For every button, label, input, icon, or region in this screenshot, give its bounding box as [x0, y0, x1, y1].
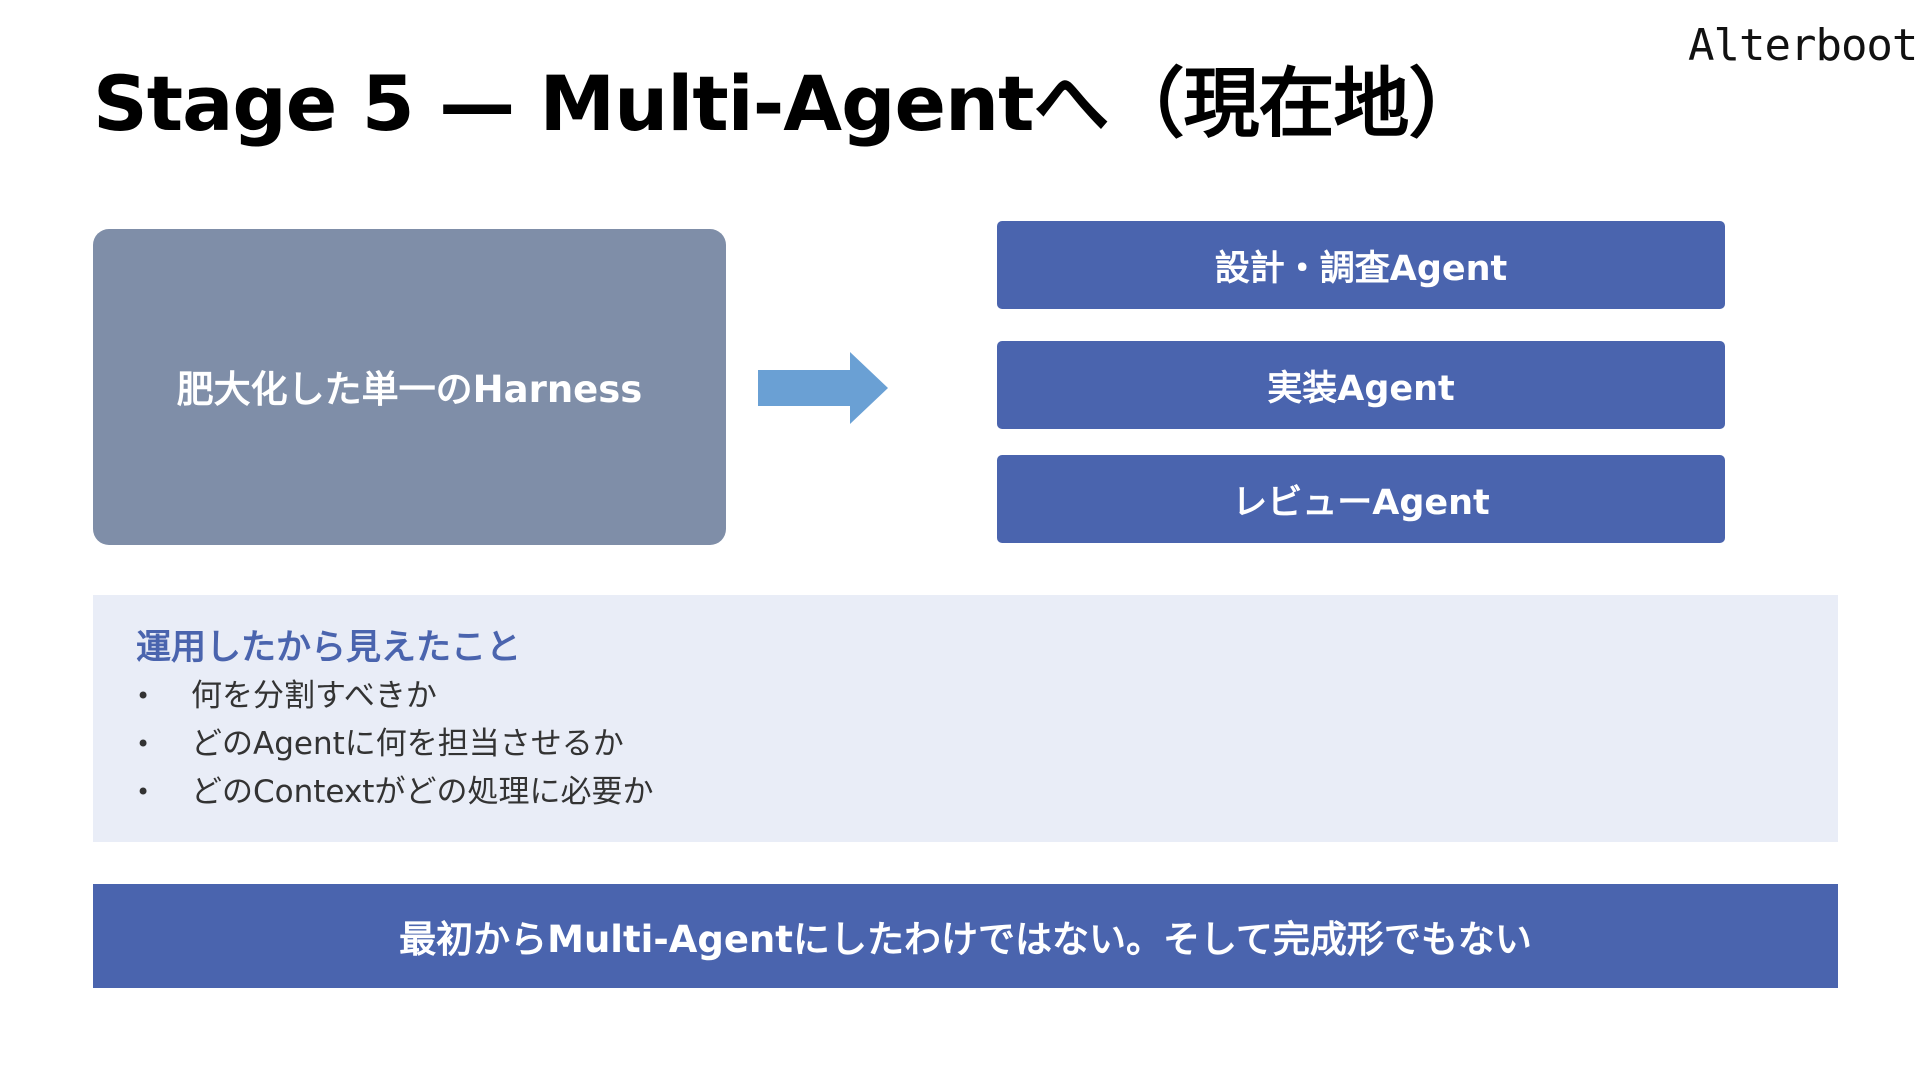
- page-title: Stage 5 — Multi-Agentへ（現在地）: [93, 59, 1484, 148]
- agent-box-design-research: 設計・調査Agent: [997, 221, 1725, 309]
- conclusion-banner: 最初からMulti-Agentにしたわけではない。そして完成形でもない: [93, 884, 1838, 988]
- agent-label: 設計・調査Agent: [1214, 248, 1508, 289]
- agent-label: レビューAgent: [1232, 482, 1490, 523]
- bullet-icon: •: [136, 730, 151, 758]
- agent-box-implementation: 実装Agent: [997, 341, 1725, 429]
- list-item-text: どのAgentに何を担当させるか: [191, 726, 624, 762]
- agent-label: 実装Agent: [1267, 368, 1455, 409]
- bullet-icon: •: [136, 682, 151, 710]
- list-item: • 何を分割すべきか: [136, 672, 653, 720]
- agent-box-review: レビューAgent: [997, 455, 1725, 543]
- logo-text: Alterbooth: [1688, 20, 1920, 71]
- right-arrow-shape: [758, 352, 888, 424]
- monolithic-harness-box: 肥大化した単一のHarness: [93, 229, 726, 545]
- right-arrow-icon: [758, 352, 888, 424]
- insights-list: • 何を分割すべきか • どのAgentに何を担当させるか • どのContextがど…: [136, 672, 653, 816]
- list-item: • どのAgentに何を担当させるか: [136, 720, 653, 768]
- list-item: • どのContextがどの処理に必要か: [136, 768, 653, 816]
- logo: Alterbooth: [1688, 10, 1920, 70]
- insights-panel: 運用したから見えたこと • 何を分割すべきか • どのAgentに何を担当させるか …: [93, 595, 1838, 842]
- insights-heading: 運用したから見えたこと: [136, 628, 522, 668]
- monolithic-harness-label: 肥大化した単一のHarness: [176, 367, 643, 411]
- list-item-text: 何を分割すべきか: [191, 678, 437, 714]
- list-item-text: どのContextがどの処理に必要か: [191, 774, 654, 810]
- conclusion-text: 最初からMulti-Agentにしたわけではない。そして完成形でもない: [399, 918, 1532, 961]
- bullet-icon: •: [136, 778, 151, 806]
